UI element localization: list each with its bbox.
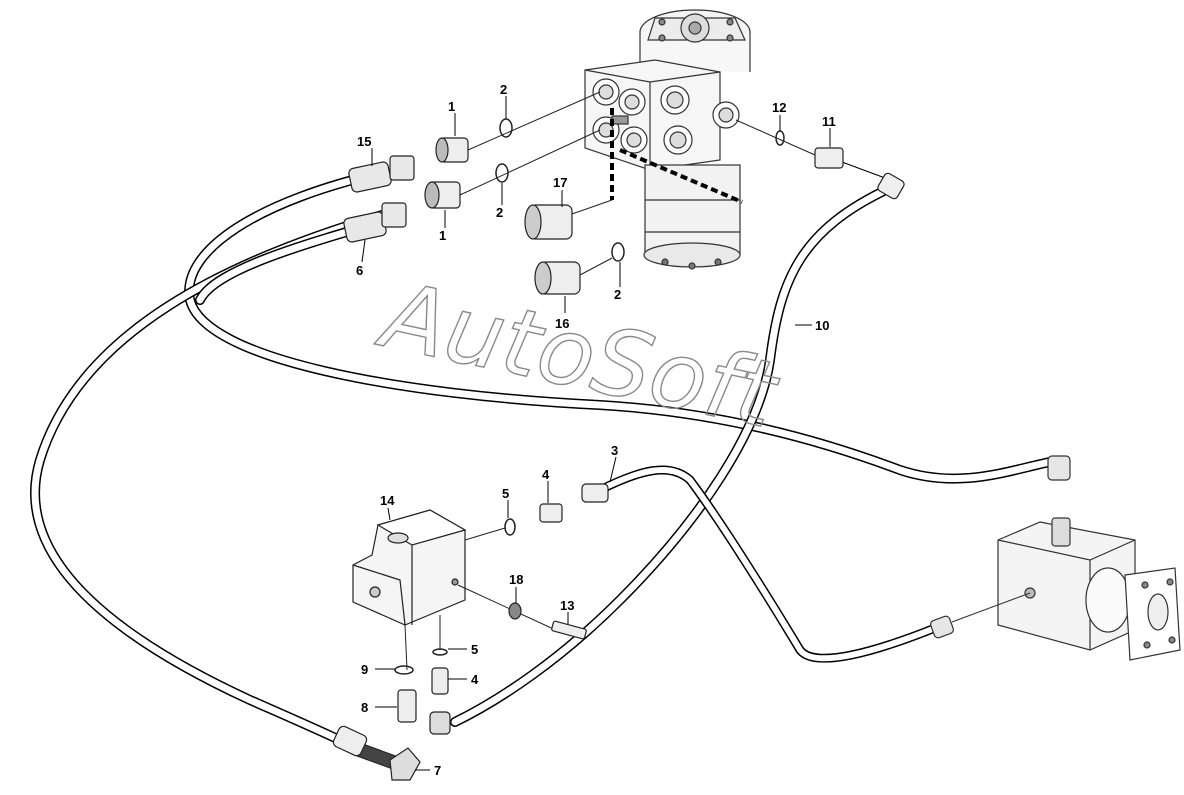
callout-14: 14	[380, 493, 395, 508]
callout-15: 15	[357, 134, 371, 149]
callout-5-lower: 5	[471, 642, 478, 657]
hoses	[30, 161, 1055, 750]
callout-2-upper: 2	[500, 82, 507, 97]
callout-1-lower: 1	[439, 228, 446, 243]
callout-8: 8	[361, 700, 368, 715]
hose-15	[184, 167, 1055, 484]
callout-2-lower: 2	[614, 287, 621, 302]
callout-10: 10	[815, 318, 829, 333]
hose-10	[450, 183, 895, 727]
callout-4-lower: 4	[471, 672, 479, 687]
plug-16	[534, 257, 613, 295]
hose-6	[30, 210, 387, 750]
actuator-block	[930, 455, 1181, 661]
callout-3: 3	[611, 443, 618, 458]
callout-7: 7	[434, 763, 441, 778]
callout-2-middle: 2	[496, 205, 503, 220]
pipe-3	[595, 465, 940, 663]
fitting-11-and-12	[735, 119, 905, 200]
callout-labels: 1 1 2 2 2 3 4 4 5 5 6 7 8 9 10 11 12 13 …	[356, 82, 836, 778]
plug-17	[524, 199, 613, 240]
dashed-hidden-lines	[610, 108, 743, 204]
callout-12: 12	[772, 100, 786, 115]
callout-9: 9	[361, 662, 368, 677]
fitting-1-upper	[435, 91, 601, 163]
callout-6: 6	[356, 263, 363, 278]
callout-5-upper: 5	[502, 486, 509, 501]
callout-18: 18	[509, 572, 523, 587]
callout-16: 16	[555, 316, 569, 331]
fitting-1-lower	[424, 129, 601, 209]
callout-4-upper: 4	[542, 467, 550, 482]
o-rings-2	[495, 118, 625, 262]
callout-1-upper: 1	[448, 99, 455, 114]
callout-11: 11	[822, 114, 836, 129]
steering-unit	[584, 9, 751, 270]
hose-ends-upper	[343, 155, 415, 243]
callout-13: 13	[560, 598, 574, 613]
leader-lines	[361, 96, 831, 771]
valve-block-14	[352, 509, 467, 771]
callout-17: 17	[553, 175, 567, 190]
valve-fittings	[332, 483, 609, 781]
